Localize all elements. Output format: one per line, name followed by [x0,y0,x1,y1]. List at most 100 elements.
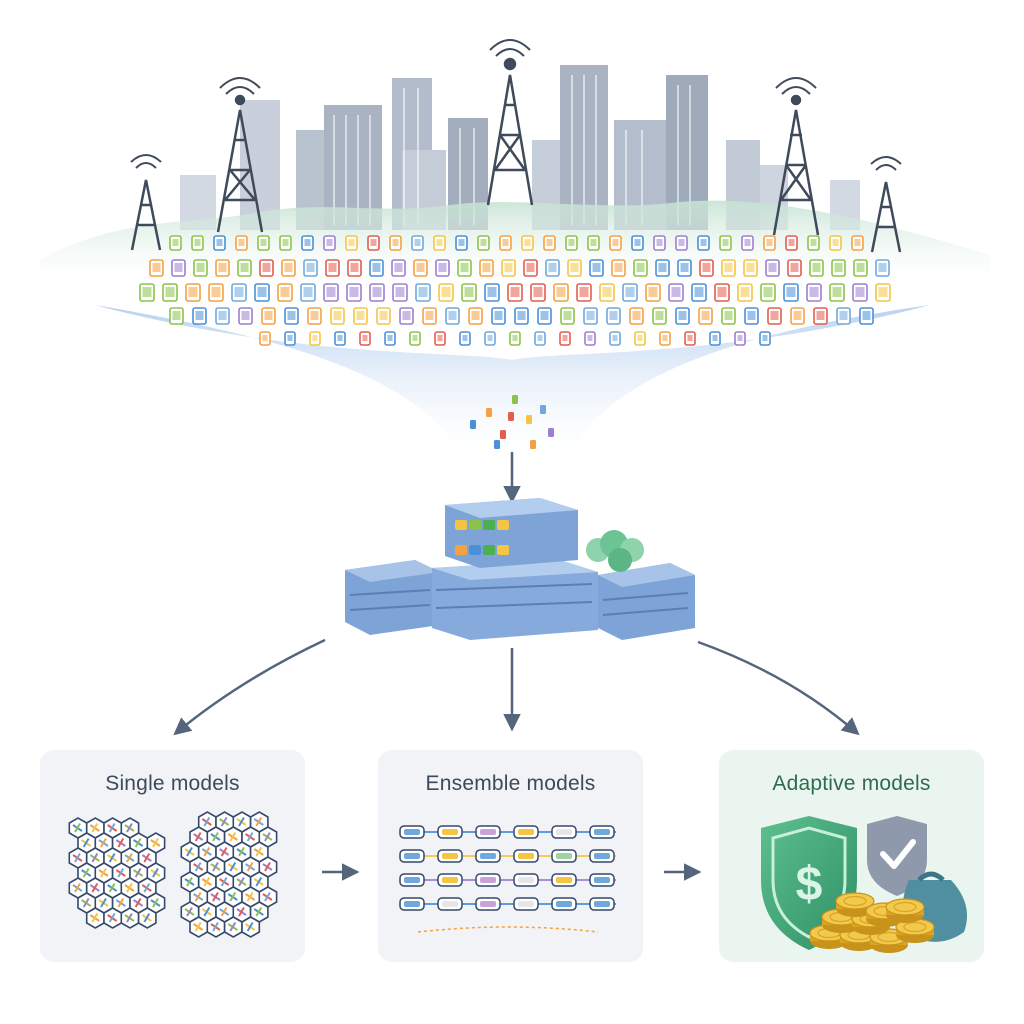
data-point-icon [809,259,824,277]
data-point-icon [347,259,362,277]
server-stack-icon [345,498,695,640]
data-point-icon [411,235,424,251]
svg-text:$: $ [796,858,823,911]
data-point-icon [149,259,164,277]
data-point-icon [851,235,864,251]
data-point-icon [139,283,155,302]
data-point-icon [169,235,182,251]
data-point-icon [853,259,868,277]
adaptive-models-panel: Adaptive models $ [719,750,984,962]
gray-shield-check-icon [867,816,927,896]
data-point-icon [434,331,446,346]
data-point-icon [389,235,402,251]
hexagon-icon [206,916,226,938]
model-node-icon [437,825,463,839]
data-point-icon [567,259,582,277]
data-point-icon [479,259,494,277]
data-point-icon [257,235,270,251]
data-bit-icon [530,440,536,449]
data-point-icon [369,283,385,302]
data-point-icon [303,259,318,277]
model-node-icon [475,825,501,839]
hexagon-cluster-icon [68,811,278,938]
hexagon-icon [197,811,217,833]
data-point-icon [537,307,552,325]
cell-tower-icon [216,77,264,233]
cell-tower-icon [870,156,902,253]
model-node-icon [399,825,425,839]
data-point-icon [433,235,446,251]
data-point-icon [737,283,753,302]
data-point-icon [719,235,732,251]
data-point-icon [767,307,782,325]
model-node-icon [551,873,577,887]
data-point-icon [677,259,692,277]
data-point-icon [399,307,414,325]
data-bit-icon [486,408,492,417]
model-node-icon [513,825,539,839]
data-point-icon [507,283,523,302]
data-point-icon [584,331,596,346]
data-point-icon [545,259,560,277]
data-point-icon [325,259,340,277]
data-point-icon [501,259,516,277]
data-point-icon [215,259,230,277]
data-point-icon [281,259,296,277]
data-point-icon [813,307,828,325]
model-node-icon [399,873,425,887]
data-point-icon [652,307,667,325]
data-point-icon [169,307,184,325]
data-point-icon [457,259,472,277]
data-point-icon [875,283,891,302]
arrow-to-adaptive-models [697,640,860,736]
hexagon-icon [189,916,209,938]
hexagon-icon [241,916,261,938]
data-point-icon [261,307,276,325]
data-point-icon [631,235,644,251]
data-point-icon [534,331,546,346]
server-left [345,560,440,635]
data-point-icon [208,283,224,302]
data-point-icon [609,331,621,346]
data-point-icon [213,235,226,251]
single-models-panel: Single models [40,750,305,962]
data-point-icon [609,235,622,251]
data-point-icon [785,235,798,251]
model-node-icon [551,825,577,839]
data-point-icon [171,259,186,277]
data-point-icon [587,235,600,251]
data-point-icon [415,283,431,302]
data-point-icon [565,235,578,251]
data-point-icon [231,283,247,302]
data-point-icon [346,283,362,302]
ensemble-models-title: Ensemble models [425,772,596,795]
data-point-icon [759,331,771,346]
data-point-icon [698,307,713,325]
data-point-icon [484,283,500,302]
data-bit-icon [508,412,514,421]
hexagon-icon [137,907,157,929]
data-point-icon [509,331,521,346]
model-node-icon [437,897,463,911]
model-node-icon [551,897,577,911]
data-bit-icon [526,415,532,424]
server-top [445,498,578,568]
data-point-icon [859,307,874,325]
model-node-icon [589,849,615,863]
data-point-icon [445,307,460,325]
data-point-icon [435,259,450,277]
hexagon-icon [85,907,105,929]
data-point-icon [611,259,626,277]
data-point-icon [309,331,321,346]
data-bit-icon [500,430,506,439]
data-bit-icon [470,420,476,429]
data-point-icon [185,283,201,302]
server-right [598,563,695,640]
data-point-icon [334,331,346,346]
data-point-icon [760,283,776,302]
data-funnel [95,305,930,470]
data-point-icon [391,259,406,277]
data-point-icon [367,235,380,251]
data-point-icon [599,283,615,302]
data-point-icon [709,331,721,346]
